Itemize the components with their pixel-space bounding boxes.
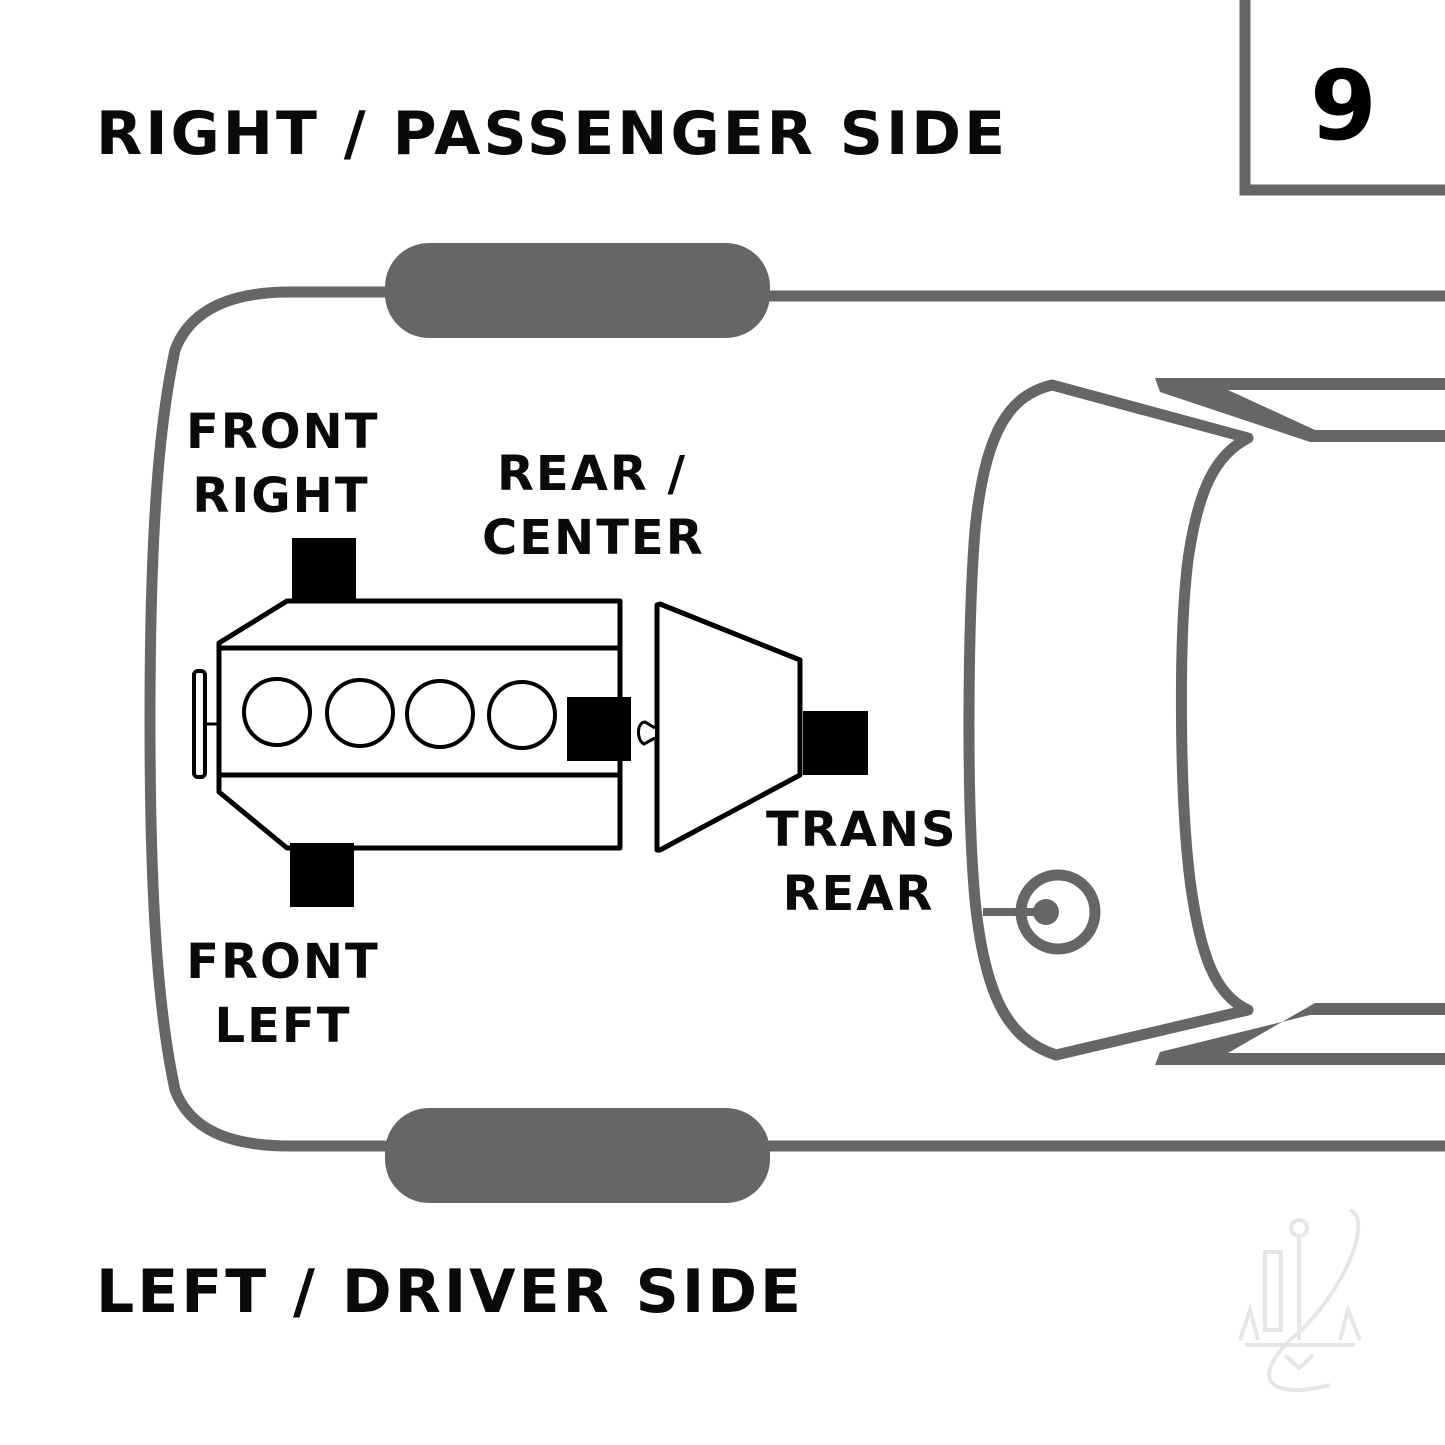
cylinders: [242, 677, 557, 750]
steering-hub-icon: [1033, 899, 1059, 925]
diagram-number: 9: [1310, 50, 1377, 162]
label-line: LEFT: [214, 998, 352, 1054]
transmission: [654, 601, 803, 853]
trans-rear-label: TRANS REAR: [766, 798, 958, 926]
front-right-tire: [385, 243, 770, 338]
brand-watermark-icon: [1238, 1208, 1362, 1392]
windshield-outline: [963, 379, 1254, 1061]
crank-pulley: [192, 669, 207, 779]
coupler: [637, 720, 656, 746]
front-left-tire: [385, 1108, 770, 1203]
label-line: CENTER: [482, 510, 705, 566]
label-line: REAR /: [496, 446, 688, 502]
rear-center-label: REAR / CENTER: [482, 442, 705, 570]
label-line: FRONT: [186, 934, 380, 990]
top-side-label: RIGHT / PASSENGER SIDE: [96, 99, 1009, 169]
rear-center-mount[interactable]: [567, 697, 631, 761]
bottom-side-label: LEFT / DRIVER SIDE: [96, 1257, 804, 1327]
front-right-mount[interactable]: [292, 538, 356, 602]
label-line: RIGHT: [192, 468, 370, 524]
vehicle-body-outline: [144, 286, 1445, 1152]
front-left-label: FRONT LEFT: [186, 930, 380, 1058]
label-line: TRANS: [766, 802, 958, 858]
roof-rails: [1155, 378, 1445, 1065]
trans-rear-mount[interactable]: [803, 711, 868, 775]
label-line: REAR: [782, 866, 935, 922]
label-line: FRONT: [186, 404, 380, 460]
steering-column: [983, 869, 1101, 955]
front-right-label: FRONT RIGHT: [186, 400, 380, 528]
front-left-mount[interactable]: [290, 843, 354, 907]
badge-box: [1239, 0, 1445, 196]
